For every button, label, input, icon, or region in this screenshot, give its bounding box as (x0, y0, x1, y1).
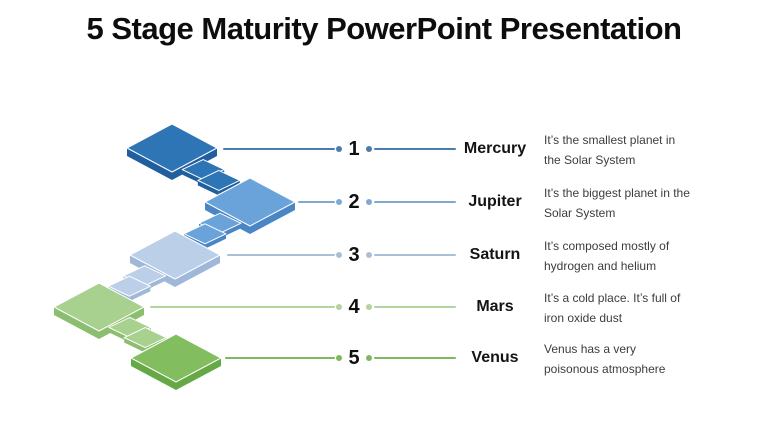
stage-description: It’s a cold place. It’s full of iron oxi… (544, 289, 754, 328)
connector-line-left (223, 148, 335, 150)
stage-description: Venus has a very poisonous atmosphere (544, 340, 754, 379)
connector-dot (366, 304, 372, 310)
description-line: poisonous atmosphere (544, 361, 666, 376)
stage-name: Jupiter (468, 193, 522, 210)
description-line: Solar System (544, 205, 616, 220)
connector-dot (366, 252, 372, 258)
stage-number: 2 (348, 191, 360, 213)
connector-dot (336, 252, 342, 258)
connector-dot (366, 146, 372, 152)
connector-line-right (374, 148, 456, 150)
connector-dot (336, 199, 342, 205)
description-line: hydrogen and helium (544, 258, 657, 273)
connector-line-left (298, 201, 335, 203)
connector-line-left (150, 306, 335, 308)
stage-number: 3 (348, 244, 360, 266)
stage-description: It’s the smallest planet in the Solar Sy… (544, 131, 754, 170)
connector-dot (366, 355, 372, 361)
stage-name: Mercury (463, 140, 527, 157)
connector-dot (336, 146, 342, 152)
connector-line-right (374, 306, 456, 308)
stage-description: It’s the biggest planet in the Solar Sys… (544, 184, 754, 223)
stage-name: Venus (471, 349, 519, 366)
connector-dot (366, 199, 372, 205)
description-line: iron oxide dust (544, 310, 623, 325)
stage-number: 1 (348, 138, 360, 160)
description-line: It’s the biggest planet in the (544, 186, 690, 200)
connector-line-left (225, 357, 335, 359)
stage-name: Mars (476, 298, 514, 315)
connector-dot (336, 304, 342, 310)
description-line: It’s a cold place. It’s full of (544, 291, 681, 305)
connector-line-right (374, 357, 456, 359)
stage-name: Saturn (469, 246, 521, 263)
connector-line-right (374, 254, 456, 256)
stage-number: 5 (348, 347, 360, 369)
connector-line-right (374, 201, 456, 203)
description-line: It’s composed mostly of (544, 239, 670, 253)
stage-description: It’s composed mostly of hydrogen and hel… (544, 237, 754, 276)
connector-line-left (227, 254, 335, 256)
slide-title: 5 Stage Maturity PowerPoint Presentation (86, 11, 682, 46)
stage-number: 4 (348, 296, 360, 318)
description-line: Venus has a very (544, 342, 637, 356)
connector-dot (336, 355, 342, 361)
description-line: the Solar System (544, 152, 636, 167)
description-line: It’s the smallest planet in (544, 133, 676, 147)
